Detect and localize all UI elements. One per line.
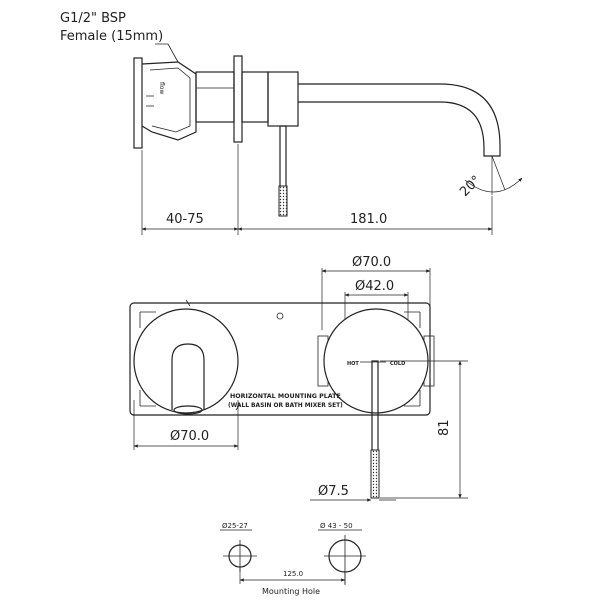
flow-label: flow	[158, 82, 165, 94]
angle-arc	[464, 177, 523, 193]
spacing-label: 125.0	[283, 570, 303, 578]
valve-body-inner	[149, 67, 191, 133]
dia-inner-label: Ø42.0	[355, 279, 394, 294]
corner-br	[404, 390, 421, 407]
angle-label: 20°	[457, 173, 484, 200]
side-view: G1/2" BSP Female (15mm) flow 20°	[60, 11, 523, 235]
mounting-holes: Ø25-27 Ø 43 - 50 125.0 Mounting Hole	[220, 522, 366, 596]
cover-plate	[233, 55, 243, 143]
dim-spout-label: 181.0	[350, 212, 387, 227]
handle-body	[241, 71, 269, 123]
note-line1: HORIZONTAL MOUNTING PLATE	[230, 393, 341, 400]
leader-line	[155, 43, 179, 63]
thread-label-line1: G1/2" BSP	[60, 11, 126, 26]
plate-tick	[185, 299, 191, 307]
lever-knurl	[278, 185, 288, 217]
valve-body	[141, 61, 197, 141]
thread-label-line2: Female (15mm)	[60, 29, 163, 44]
height-label: 81	[437, 419, 452, 436]
dia-lever-label: Ø7.5	[318, 484, 349, 499]
lever-front-knurl	[370, 449, 380, 499]
plate-hole	[276, 312, 284, 320]
spout-outlet	[173, 405, 203, 415]
body-detail	[146, 95, 154, 107]
corner-tl	[139, 311, 156, 328]
collar	[195, 71, 235, 123]
hole-right-label: Ø 43 - 50	[320, 522, 353, 530]
wall-plate	[133, 57, 143, 149]
lever-rod	[279, 125, 287, 195]
spout	[298, 83, 501, 157]
cold-label: COLD	[390, 361, 405, 367]
handle-hub	[267, 71, 299, 127]
hole-left-label: Ø25-27	[222, 522, 248, 530]
front-view: Ø70.0 Ø42.0 HOT COLD HORIZONTAL MOUNTING…	[129, 255, 468, 502]
angle-line	[491, 155, 506, 191]
note-line2: (WALL BASIN OR BATH MIXER SET)	[228, 403, 343, 409]
spout-outline	[171, 343, 205, 410]
mounting-plate	[129, 302, 431, 416]
dia-left-label: Ø70.0	[170, 429, 209, 444]
spout-rosette	[133, 308, 239, 414]
mounting-caption: Mounting Hole	[262, 587, 320, 596]
dim-wall-label: 40-75	[166, 212, 204, 227]
dia-outer-label: Ø70.0	[352, 255, 391, 270]
corner-bl	[139, 390, 156, 407]
corner-tr	[404, 311, 421, 328]
hot-label: HOT	[347, 361, 359, 367]
